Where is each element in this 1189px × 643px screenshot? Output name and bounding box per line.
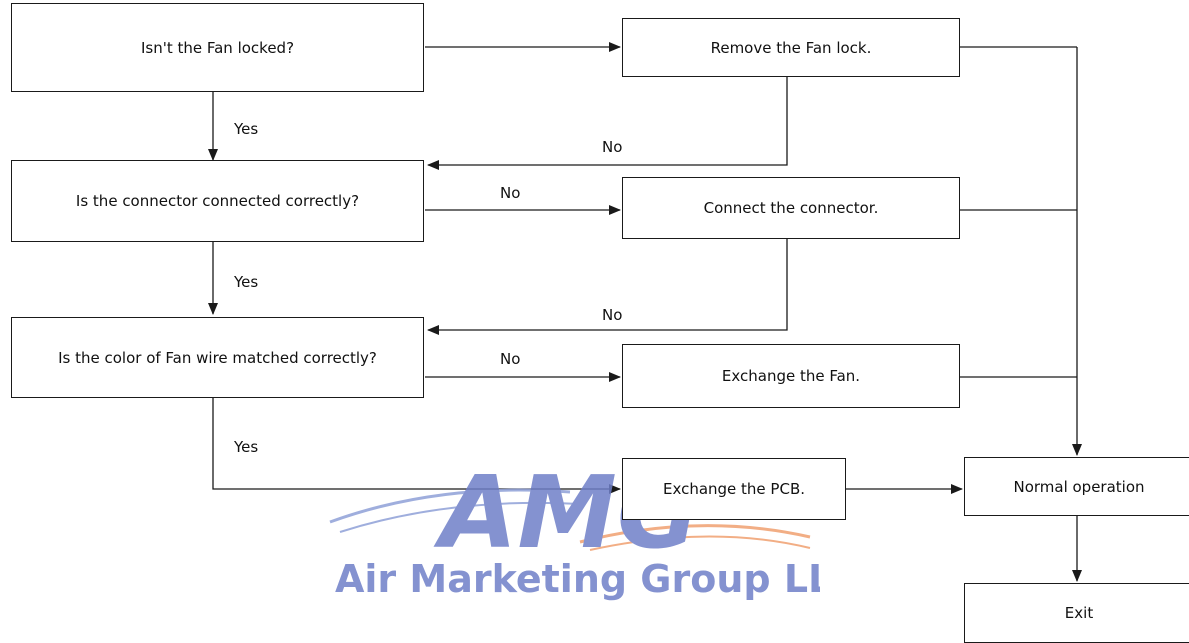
node-q2-text: Is the connector connected correctly? — [75, 192, 360, 210]
node-exit-text: Exit — [1064, 604, 1094, 622]
node-a3-text: Exchange the Fan. — [721, 367, 861, 385]
logo-wordmark: Air Marketing Group LLC — [335, 557, 820, 601]
node-q3-wire-color: Is the color of Fan wire matched correct… — [11, 317, 424, 398]
node-exit: Exit — [964, 583, 1189, 643]
label-yes-3: Yes — [234, 438, 259, 456]
node-a2-text: Connect the connector. — [703, 199, 879, 217]
node-a4-text: Exchange the PCB. — [662, 480, 806, 498]
node-a3-exchange-fan: Exchange the Fan. — [622, 344, 960, 408]
node-normal-text: Normal operation — [1013, 477, 1145, 496]
node-a2-connect: Connect the connector. — [622, 177, 960, 239]
node-normal-operation: Normal operation — [964, 457, 1189, 516]
label-no-back-1: No — [602, 138, 623, 156]
node-q2-connector: Is the connector connected correctly? — [11, 160, 424, 242]
node-a1-text: Remove the Fan lock. — [710, 38, 872, 57]
label-yes-1: Yes — [234, 120, 259, 138]
node-q1-text: Isn't the Fan locked? — [140, 38, 295, 57]
node-q1-fan-locked: Isn't the Fan locked? — [11, 3, 424, 92]
arrow-a1-back-to-q2 — [427, 77, 788, 170]
arrow-a2-back-to-q3 — [427, 239, 788, 335]
node-a1-remove-lock: Remove the Fan lock. — [622, 18, 960, 77]
label-yes-2: Yes — [234, 273, 259, 291]
label-no-right-3: No — [500, 350, 521, 368]
node-a4-exchange-pcb: Exchange the PCB. — [622, 458, 846, 520]
label-no-back-2: No — [602, 306, 623, 324]
arrow-q3-to-a4 — [212, 398, 621, 494]
label-no-right-2: No — [500, 184, 521, 202]
node-q3-text: Is the color of Fan wire matched correct… — [58, 348, 377, 367]
